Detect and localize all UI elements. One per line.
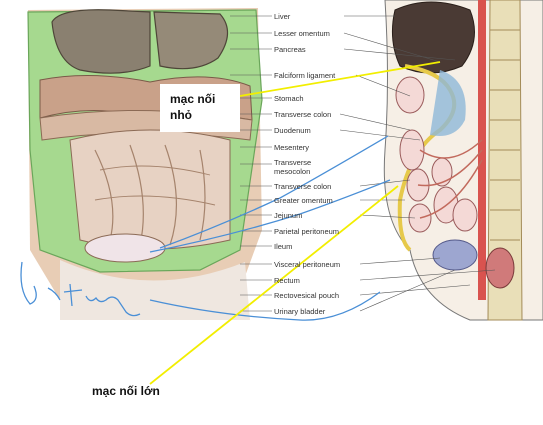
label-liver: Liver bbox=[274, 12, 291, 21]
liver-right-lobe bbox=[153, 11, 229, 70]
label-jejunum: Jejunum bbox=[274, 211, 303, 220]
note-box-lesser-omentum: mạc nối nhỏ bbox=[160, 84, 240, 132]
label-transverse-colon-upper: Transverse colon bbox=[274, 110, 332, 119]
liver-sagittal bbox=[391, 1, 475, 74]
label-urinary-bladder: Urinary bladder bbox=[274, 307, 326, 316]
label-rectovesical-pouch: Rectovesical pouch bbox=[274, 291, 340, 300]
label-ileum: Ileum bbox=[274, 242, 293, 251]
label-rectum: Rectum bbox=[274, 276, 300, 285]
anterior-view bbox=[27, 8, 263, 320]
note-lesser-omentum-line2: nhỏ bbox=[170, 108, 192, 122]
label-falciform-ligament: Falciform ligament bbox=[274, 71, 336, 80]
label-mesocolon: mesocolon bbox=[274, 167, 311, 176]
label-transverse: Transverse bbox=[274, 158, 312, 167]
handwritten-notes bbox=[20, 135, 391, 321]
liver-left-lobe bbox=[51, 9, 151, 74]
label-transverse-colon-lower: Transverse colon bbox=[274, 182, 332, 191]
label-mesentery: Mesentery bbox=[274, 143, 310, 152]
note-lesser-omentum-line1: mạc nối bbox=[170, 92, 216, 106]
label-lesser-omentum: Lesser omentum bbox=[274, 29, 330, 38]
sagittal-view bbox=[383, 0, 543, 321]
label-duodenum: Duodenum bbox=[274, 126, 311, 135]
label-visceral-peritoneum: Visceral peritoneum bbox=[274, 260, 341, 269]
label-pancreas: Pancreas bbox=[274, 45, 306, 54]
note-greater-omentum: mạc nối lớn bbox=[92, 384, 160, 398]
label-stomach: Stomach bbox=[274, 94, 304, 103]
label-greater-omentum: Greater omentum bbox=[274, 196, 333, 205]
label-parietal-peritoneum: Parietal peritoneum bbox=[274, 227, 340, 236]
annotation-lines bbox=[149, 61, 441, 385]
